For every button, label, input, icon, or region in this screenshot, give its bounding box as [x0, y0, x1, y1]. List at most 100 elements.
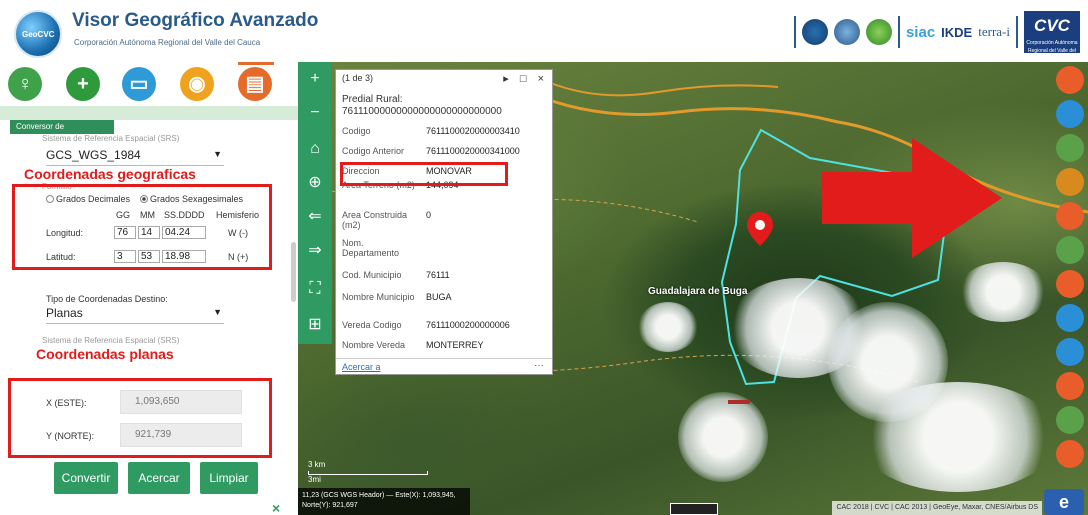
layers-button[interactable]: ⊞	[298, 308, 332, 342]
popup-value: MONOVAR	[426, 166, 472, 176]
home-button[interactable]: ⌂	[298, 132, 332, 166]
back-icon: ⇐	[308, 208, 322, 225]
origin-srs-select[interactable]: GCS_WGS_1984▼	[46, 148, 224, 166]
popup-key: Area Construida (m2)	[342, 210, 408, 230]
tractor-icon[interactable]	[1056, 168, 1084, 196]
water-drop-icon[interactable]	[1056, 100, 1084, 128]
latitude-hemisphere[interactable]: N (+)	[228, 252, 249, 262]
zoom-to-button[interactable]: Acercar	[128, 462, 190, 494]
geo-coords-highlight-box	[12, 184, 272, 270]
x-east-label: X (ESTE):	[46, 398, 87, 408]
popup-pager[interactable]: (1 de 3)	[342, 73, 374, 83]
convert-button[interactable]: Convertir	[54, 462, 118, 494]
radio-decimal-degrees[interactable]: Grados Decimales	[46, 194, 130, 204]
mountain-logo-icon[interactable]	[801, 19, 828, 45]
road-line	[527, 90, 1088, 214]
mountain-icon[interactable]	[1056, 236, 1084, 264]
tab-coordinate-converter[interactable]: Conversor de Coordenadas	[10, 120, 114, 145]
locate-button[interactable]: ⊕	[298, 166, 332, 200]
measure-tool-button[interactable]: ▭	[122, 67, 156, 101]
popup-key: Nom. Departamento	[342, 238, 400, 258]
fullscreen-button[interactable]: ⛶	[298, 272, 332, 306]
calculator-icon: ▤	[245, 73, 265, 95]
layers-icon: ⊞	[308, 316, 322, 333]
coordinate-converter-panel: ♀ + ▭ ◉ ▤ Conversor de Coordenadas Siste…	[0, 62, 298, 515]
longitude-gg-input[interactable]: 76	[114, 226, 136, 239]
zoom-out-button[interactable]: −	[298, 96, 332, 130]
forward-button[interactable]: ⇒	[298, 234, 332, 268]
panel-scrollbar[interactable]	[291, 242, 296, 302]
layers-logo-icon[interactable]	[833, 19, 860, 45]
geo-coords-heading: Coordenadas geograficas	[24, 166, 196, 182]
radio-decimal-label: Grados Decimales	[56, 194, 131, 204]
dest-type-select[interactable]: Planas▼	[46, 306, 224, 324]
popup-title: Predial Rural: 7611100000000000000000000…	[342, 94, 502, 117]
overview-map[interactable]	[670, 503, 718, 515]
popup-controls[interactable]: ▸ □ ×	[503, 73, 548, 85]
longitude-ss-input[interactable]: 04.24	[162, 226, 206, 239]
zoom-out-icon: −	[310, 104, 320, 121]
popup-key: Nombre Vereda	[342, 340, 406, 350]
fire-icon[interactable]	[1056, 440, 1084, 468]
siac-logo[interactable]: siac	[905, 23, 936, 41]
app-subtitle: Corporación Autónoma Regional del Valle …	[74, 38, 261, 47]
pin-tool-button[interactable]: ♀	[8, 67, 42, 101]
popup-key: Cod. Municipio	[342, 270, 402, 280]
add-tool-button[interactable]: +	[66, 67, 100, 101]
bird-icon[interactable]	[1056, 338, 1084, 366]
map-view[interactable]: Guadalajara de Buga + − ⌂ ⊕ ⇐ ⇒ ⛶ ⊞ (1 d…	[298, 62, 1088, 515]
popup-zoom-link[interactable]: Acercar a	[342, 362, 381, 372]
close-panel-icon[interactable]: ×	[272, 500, 281, 515]
ikde-logo[interactable]: IKDE	[941, 24, 973, 40]
longitude-label: Longitud:	[46, 228, 84, 238]
zoom-in-button[interactable]: +	[298, 62, 332, 96]
popup-value: 0	[426, 210, 432, 220]
back-button[interactable]: ⇐	[298, 200, 332, 234]
radio-sexagesimal-degrees[interactable]: Grados Sexagesimales	[140, 194, 243, 204]
geocvc-logo[interactable]: GeoCVC	[14, 10, 62, 58]
longitude-hemisphere[interactable]: W (-)	[228, 228, 248, 238]
popup-key: Codigo	[342, 126, 371, 136]
e-logo-badge[interactable]: e	[1044, 489, 1084, 515]
x-east-output[interactable]: 1,093,650	[120, 390, 242, 414]
plan-coords-highlight-box	[8, 378, 272, 458]
animal-icon[interactable]	[1056, 202, 1084, 230]
cloud	[678, 392, 768, 482]
info-icon[interactable]	[1056, 304, 1084, 332]
calculator-tool-button[interactable]: ▤	[238, 67, 272, 101]
location-pin-icon[interactable]	[746, 212, 774, 246]
cloud	[958, 262, 1048, 322]
dest-type-value: Planas	[46, 306, 83, 320]
longitude-mm-input[interactable]: 14	[138, 226, 160, 239]
volcano-icon[interactable]	[1056, 372, 1084, 400]
picture-icon[interactable]	[1056, 406, 1084, 434]
plan-coords-heading: Coordenadas planas	[36, 346, 174, 362]
col-header-hemisphere: Hemisferio	[216, 210, 260, 220]
app-header: GeoCVC Visor Geográfico Avanzado Corpora…	[0, 0, 1088, 62]
location-tool-button[interactable]: ◉	[180, 67, 214, 101]
clear-button[interactable]: Limpiar	[200, 462, 258, 494]
home-icon: ⌂	[310, 140, 320, 157]
orange-leaf-icon[interactable]	[1056, 66, 1084, 94]
green-layers-icon[interactable]	[1056, 134, 1084, 162]
popup-more-icon[interactable]: ···	[534, 360, 544, 371]
globe-logo-icon[interactable]	[865, 19, 892, 45]
latitude-mm-input[interactable]: 53	[138, 250, 160, 263]
popup-value: BUGA	[426, 292, 452, 302]
locate-icon: ⊕	[308, 174, 322, 191]
terra-i-logo[interactable]: terra-i	[978, 24, 1010, 39]
col-header-gg: GG	[116, 210, 131, 220]
latitude-gg-input[interactable]: 3	[114, 250, 136, 263]
cloud	[638, 302, 698, 352]
chevron-down-icon: ▼	[213, 149, 222, 159]
people-icon[interactable]	[1056, 270, 1084, 298]
feature-info-popup: (1 de 3) ▸ □ × Predial Rural: 7611100000…	[335, 69, 553, 375]
separator	[1016, 16, 1018, 48]
origin-srs-label: Sistema de Referencia Espacial (SRS)	[42, 134, 180, 143]
map-attribution: CAC 2018 | CVC | CAC 2013 | GeoEye, Maxa…	[832, 501, 1042, 515]
latitude-ss-input[interactable]: 18.98	[162, 250, 206, 263]
y-north-output[interactable]: 921,739	[120, 423, 242, 447]
cvc-logo-subtext: Corporación Autónoma Regional del Valle …	[1026, 40, 1078, 62]
